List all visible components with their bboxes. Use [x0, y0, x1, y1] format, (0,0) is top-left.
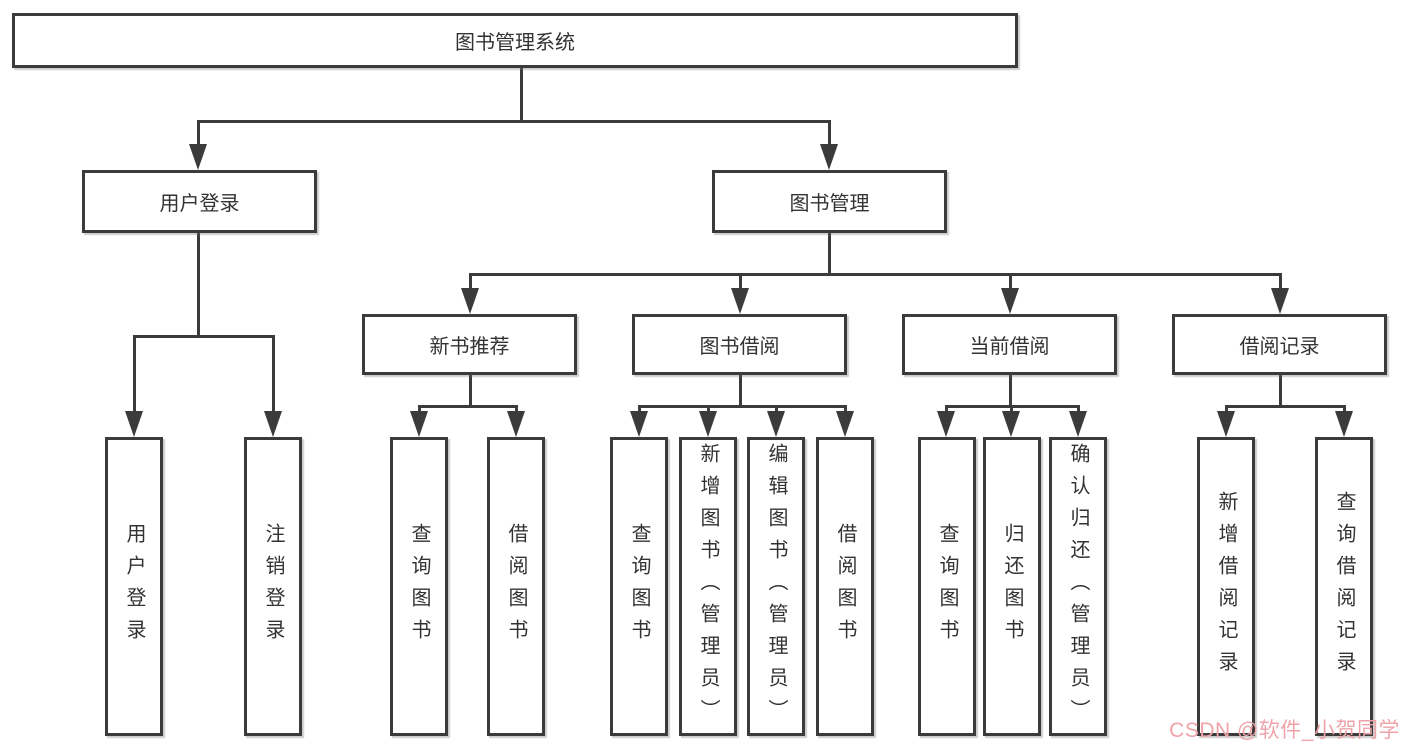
connector-line: [739, 375, 742, 407]
arrow-down-icon: [699, 411, 717, 437]
connector-line: [775, 405, 778, 413]
connector-line: [1225, 405, 1344, 408]
leaf-borrow-books-borrowing: 借阅图书: [816, 437, 874, 736]
connector-line: [418, 405, 421, 413]
node-label: 图书借阅: [699, 336, 780, 358]
node-root-label: 图书管理系统: [455, 32, 575, 54]
node-label: 用户登录: [159, 193, 240, 215]
leaf-confirm-return-admin: 确认归还（管理员）: [1049, 437, 1107, 736]
node-new-book-recommendation: 新书推荐: [362, 314, 577, 375]
connector-line: [418, 405, 517, 408]
leaf-logout-login: 注销登录: [244, 437, 302, 736]
arrow-down-icon: [1271, 288, 1289, 314]
leaf-query-books-current: 查询图书: [918, 437, 976, 736]
leaf-edit-books-admin: 编辑图书（管理员）: [747, 437, 805, 736]
leaf-query-books-recommend: 查询图书: [390, 437, 448, 736]
arrow-down-icon: [1069, 411, 1087, 437]
connector-line: [469, 273, 1281, 276]
connector-line: [638, 405, 641, 413]
connector-line: [197, 233, 200, 337]
node-user-login: 用户登录: [82, 170, 317, 233]
leaf-label: 编辑图书（管理员）: [765, 442, 787, 731]
connector-line: [197, 120, 831, 123]
connector-line: [1010, 405, 1013, 413]
arrow-down-icon: [1001, 288, 1019, 314]
connector-line: [828, 233, 831, 275]
connector-line: [272, 335, 275, 413]
leaf-borrow-books-recommend: 借阅图书: [487, 437, 545, 736]
leaf-add-books-admin: 新增图书（管理员）: [679, 437, 737, 736]
leaf-label: 用户登录: [123, 522, 145, 651]
leaf-label: 新增图书（管理员）: [697, 442, 719, 731]
connector-line: [739, 273, 742, 290]
connector-line: [638, 405, 846, 408]
arrow-down-icon: [1217, 411, 1235, 437]
connector-line: [469, 375, 472, 407]
csdn-watermark: CSDN @软件_小贺同学: [1169, 719, 1400, 742]
leaf-user-login: 用户登录: [105, 437, 163, 736]
arrow-down-icon: [1002, 411, 1020, 437]
connector-line: [945, 405, 948, 413]
node-label: 新书推荐: [429, 336, 510, 358]
connector-line: [197, 120, 200, 146]
arrow-down-icon: [767, 411, 785, 437]
connector-line: [515, 405, 518, 413]
connector-line: [520, 68, 523, 122]
connector-line: [828, 120, 831, 146]
leaf-return-books: 归还图书: [983, 437, 1041, 736]
connector-line: [133, 335, 136, 413]
connector-line: [1343, 405, 1346, 413]
arrow-down-icon: [125, 411, 143, 437]
leaf-label: 查询图书: [936, 522, 958, 651]
node-label: 借阅记录: [1239, 336, 1320, 358]
leaf-label: 归还图书: [1001, 522, 1023, 651]
arrow-down-icon: [189, 144, 207, 170]
leaf-label: 查询图书: [628, 522, 650, 651]
connector-line: [844, 405, 847, 413]
leaf-label: 注销登录: [262, 522, 284, 651]
node-book-borrowing: 图书借阅: [632, 314, 847, 375]
node-borrowing-records: 借阅记录: [1172, 314, 1387, 375]
connector-line: [1279, 273, 1282, 290]
arrow-down-icon: [461, 288, 479, 314]
node-current-borrowing: 当前借阅: [902, 314, 1117, 375]
connector-line: [1009, 375, 1012, 407]
arrow-down-icon: [507, 411, 525, 437]
node-root: 图书管理系统: [12, 13, 1018, 68]
leaf-label: 借阅图书: [505, 522, 527, 651]
leaf-query-borrow-record: 查询借阅记录: [1315, 437, 1373, 736]
connector-line: [1279, 375, 1282, 407]
leaf-label: 借阅图书: [834, 522, 856, 651]
leaf-label: 查询借阅记录: [1333, 490, 1355, 683]
leaf-query-books-borrowing: 查询图书: [610, 437, 668, 736]
arrow-down-icon: [1335, 411, 1353, 437]
arrow-down-icon: [836, 411, 854, 437]
connector-line: [1009, 273, 1012, 290]
connector-line: [1225, 405, 1228, 413]
node-label: 图书管理: [789, 193, 870, 215]
node-label: 当前借阅: [969, 336, 1050, 358]
arrow-down-icon: [937, 411, 955, 437]
leaf-add-borrow-record: 新增借阅记录: [1197, 437, 1255, 736]
leaf-label: 查询图书: [408, 522, 430, 651]
leaf-label: 新增借阅记录: [1215, 490, 1237, 683]
connector-line: [707, 405, 710, 413]
leaf-label: 确认归还（管理员）: [1067, 442, 1089, 731]
arrow-down-icon: [264, 411, 282, 437]
arrow-down-icon: [731, 288, 749, 314]
arrow-down-icon: [630, 411, 648, 437]
node-book-management: 图书管理: [712, 170, 947, 233]
arrow-down-icon: [820, 144, 838, 170]
connector-line: [133, 335, 274, 338]
connector-line: [469, 273, 472, 290]
arrow-down-icon: [410, 411, 428, 437]
connector-line: [1077, 405, 1080, 413]
